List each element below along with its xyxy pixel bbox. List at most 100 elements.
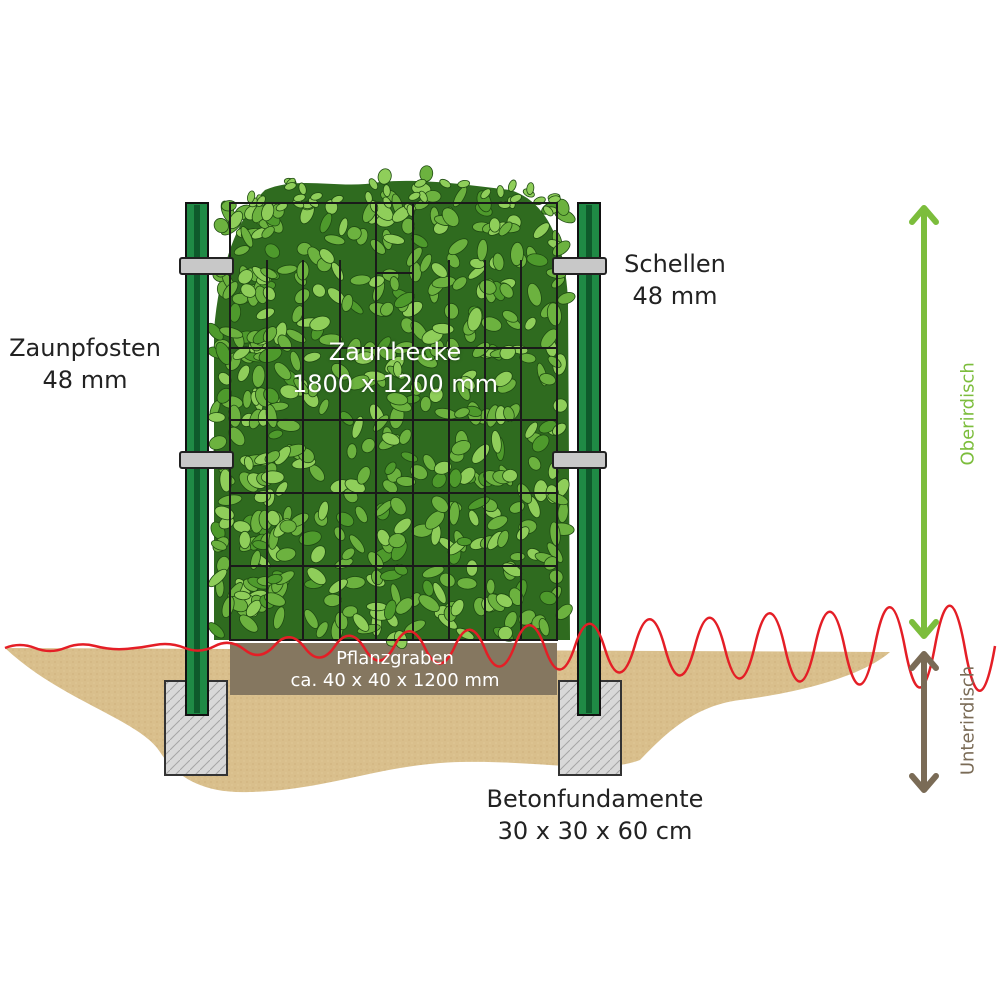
hedge-leaf	[401, 217, 416, 235]
hedge-leaf	[319, 212, 333, 234]
hedge-leaf	[261, 225, 275, 239]
label-clamps-size: 48 mm	[632, 282, 718, 310]
ground-line	[4, 604, 997, 692]
hedge-leaf	[533, 222, 550, 239]
hedge-leaf	[409, 464, 428, 481]
hedge-leaf	[538, 617, 550, 637]
above-ground-arrow	[909, 205, 939, 639]
hedge-leaf	[498, 221, 513, 237]
clamp-left-lower	[179, 451, 234, 469]
hedge-leaf	[476, 238, 488, 262]
hedge-leaf	[251, 364, 266, 388]
hedge-leaf	[419, 396, 432, 412]
hedge-leaf	[510, 241, 524, 267]
hedge-leaf	[528, 456, 542, 471]
hedge-leaf	[339, 411, 354, 426]
label-planting-trench-title: Pflanzgraben	[336, 648, 454, 669]
hedge-leaf	[356, 466, 371, 485]
hedge-leaf	[227, 404, 242, 428]
label-fence-post: Zaunpfosten 48 mm	[0, 332, 170, 396]
hedge-leaf	[456, 577, 478, 590]
label-above-ground: Oberirdisch	[957, 362, 979, 466]
hedge-leaf	[516, 526, 530, 541]
hedge-leaf	[486, 578, 496, 595]
hedge-leaf	[324, 234, 346, 246]
hedge-leaf	[276, 264, 298, 275]
hedge-leaf	[388, 533, 406, 549]
hedge-leaf	[499, 282, 514, 299]
hedge-leaf	[243, 455, 254, 471]
label-fence-hedge-size: 1800 x 1200 mm	[291, 370, 498, 398]
hedge-leaf	[444, 302, 459, 320]
hedge-leaf	[460, 375, 476, 391]
hedge-leaf	[310, 192, 323, 201]
label-below-ground: Unterirdisch	[957, 665, 979, 776]
label-fence-hedge-title: Zaunhecke	[328, 338, 462, 366]
hedge-leaf	[457, 179, 471, 189]
hedge-leaf	[531, 434, 550, 453]
hedge-leaf	[293, 193, 306, 202]
hedge-leaf	[539, 373, 557, 386]
hedge-leaf	[275, 547, 297, 562]
hedge-leaf	[264, 243, 280, 259]
hedge-leaf	[279, 519, 297, 534]
hedge-leaf	[309, 315, 331, 332]
label-planting-trench-size: ca. 40 x 40 x 1200 mm	[290, 670, 500, 691]
hedge-leaf	[252, 540, 269, 550]
hedge-leaf	[317, 500, 329, 521]
hedge-leaf	[293, 377, 310, 395]
hedge-leaf	[414, 179, 427, 188]
hedge-leaf	[298, 530, 322, 546]
hedge-leaf	[524, 421, 538, 439]
hedge-leaf	[338, 217, 349, 237]
hedge-leaf	[465, 559, 479, 577]
hedge-leaf	[234, 590, 251, 601]
clamp-left-upper	[179, 257, 234, 275]
hedge-leaf	[238, 530, 251, 550]
hedge-leaf	[398, 428, 412, 445]
hedge-leaf	[390, 496, 407, 516]
hedge-leaf	[454, 407, 470, 419]
hedge-leaf	[419, 253, 433, 273]
label-fence-post-title: Zaunpfosten	[9, 334, 161, 362]
hedge-leaf	[318, 333, 343, 346]
hedge-leaf	[428, 387, 444, 403]
label-clamps-title: Schellen	[624, 250, 726, 278]
hedge-leaf	[264, 592, 286, 607]
hedge-leaf	[232, 520, 251, 533]
hedge-leaf	[268, 429, 284, 440]
hedge-leaf	[306, 567, 327, 586]
hedge-leaf	[312, 283, 326, 298]
hedge-leaf	[467, 307, 483, 332]
hedge-leaf	[393, 292, 416, 309]
hedge-leaf	[289, 350, 301, 372]
hedge-leaf	[456, 537, 472, 547]
hedge-leaf	[211, 539, 227, 551]
hedge-leaf	[495, 593, 513, 608]
hedge-leaf	[431, 495, 449, 513]
hedge-leaf	[395, 597, 414, 615]
hedge-leaf	[543, 205, 554, 217]
hedge-leaf	[260, 470, 285, 485]
hedge-leaf	[349, 274, 371, 286]
hedge-leaf	[433, 460, 452, 475]
hedge-leaf	[323, 593, 342, 607]
hedge-leaf	[361, 438, 376, 454]
hedge-leaf	[240, 226, 254, 248]
hedge-leaf	[233, 245, 250, 256]
label-concrete-foundations-title: Betonfundamente	[486, 785, 704, 813]
hedge-leaf	[448, 238, 469, 256]
hedge-leaf	[240, 283, 257, 298]
hedge-leaf	[239, 614, 259, 633]
hedge-leaf	[347, 374, 370, 391]
hedge-leaf	[381, 432, 401, 446]
hedge-leaf	[349, 534, 365, 554]
hedge-leaf	[341, 547, 356, 561]
hedge-leaf	[221, 596, 235, 618]
hedge-leaf	[526, 182, 535, 195]
hedge-leaf	[219, 468, 233, 493]
hedge-leaf	[279, 384, 300, 400]
hedge-leaf	[451, 440, 472, 456]
hedge-leaf	[384, 461, 397, 475]
